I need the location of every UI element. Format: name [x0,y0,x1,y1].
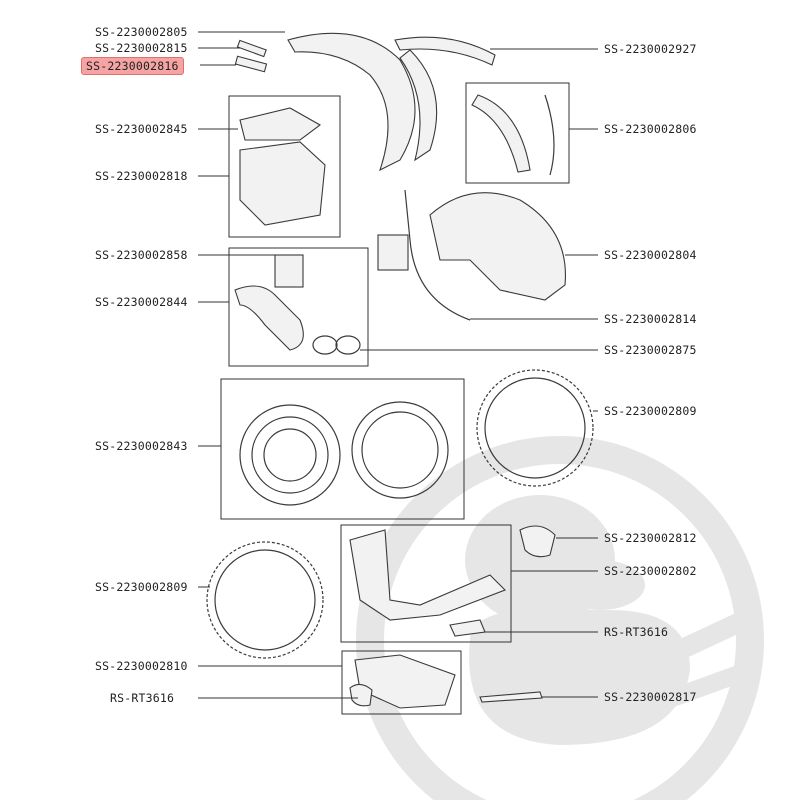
filter-frame-part [351,401,449,499]
base-2802-part [349,529,506,621]
label-2927[interactable]: SS-2230002927 [604,42,697,56]
part-rt3616-top [449,619,486,637]
filter-frame-inner [361,411,439,489]
cable-2814 [404,189,471,321]
label-2812[interactable]: SS-2230002812 [604,531,697,545]
switch-block-part [377,234,409,271]
label-2809-top[interactable]: SS-2230002809 [604,404,697,418]
control-housing-part [239,141,326,226]
filter-grid-inner [251,416,329,494]
group-box-2844 [228,247,369,367]
group-box-2806 [465,82,570,184]
ring-2809-bottom [206,541,324,659]
label-2816-highlighted[interactable]: SS-2230002816 [81,57,184,75]
part-rt3616-bottom [349,683,373,707]
group-box-2810 [341,650,462,715]
label-2843[interactable]: SS-2230002843 [95,439,188,453]
seal-ring-1 [312,335,338,355]
ring-2809-top-inner [484,377,586,479]
label-2809-bottom[interactable]: SS-2230002809 [95,580,188,594]
label-2818[interactable]: SS-2230002818 [95,169,188,183]
part-2812 [519,525,556,558]
main-housing-part [429,192,567,301]
hose-2844-part [234,285,304,351]
label-2844[interactable]: SS-2230002844 [95,295,188,309]
label-2805[interactable]: SS-2230002805 [95,25,188,39]
label-2806[interactable]: SS-2230002806 [604,122,697,136]
ring-2809-bottom-inner [214,549,316,651]
connector-2858-part [274,254,304,288]
button-unit-part [239,107,322,141]
handle-cover-part [287,32,416,172]
handle-trim-part [471,94,531,173]
label-2875[interactable]: SS-2230002875 [604,343,697,357]
label-rt3616-top[interactable]: RS-RT3616 [604,625,669,639]
filter-grid-part [239,404,341,506]
group-box-handle-parts [228,95,341,238]
small-piece-2816 [234,55,268,73]
label-2804[interactable]: SS-2230002804 [604,248,697,262]
handle-trim-wire [544,94,555,176]
label-2817[interactable]: SS-2230002817 [604,690,697,704]
label-rt3616-bottom[interactable]: RS-RT3616 [110,691,175,705]
handle-inner-part [399,49,438,162]
label-2815[interactable]: SS-2230002815 [95,41,188,55]
group-box-2802 [340,524,512,643]
handle-strip-part [394,36,496,66]
small-piece-2815 [236,39,267,58]
duck-robot-repair-icon [356,436,764,800]
filter-grid-core [263,428,317,482]
label-2810[interactable]: SS-2230002810 [95,659,188,673]
part-2817 [479,691,543,703]
label-2845[interactable]: SS-2230002845 [95,122,188,136]
label-2814[interactable]: SS-2230002814 [604,312,697,326]
ring-2809-top [476,369,594,487]
group-box-2843 [220,378,465,520]
seal-ring-2875 [335,335,361,355]
label-2858[interactable]: SS-2230002858 [95,248,188,262]
label-2802[interactable]: SS-2230002802 [604,564,697,578]
